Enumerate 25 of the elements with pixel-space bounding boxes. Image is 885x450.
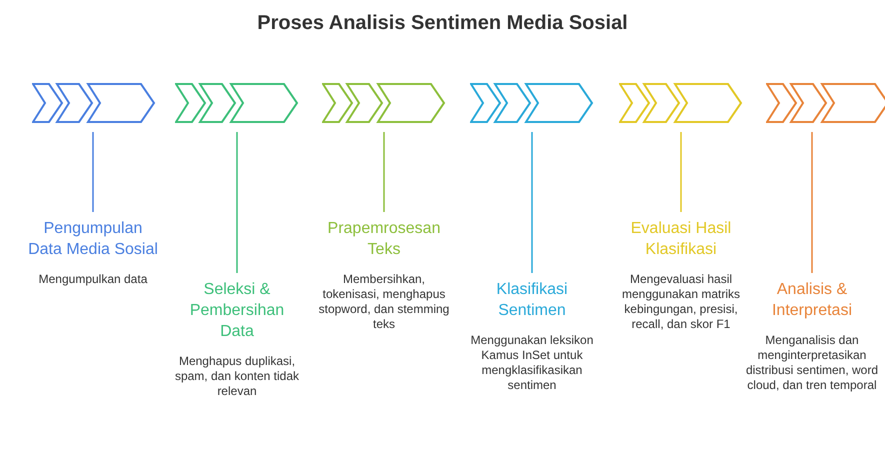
step-description: Menghapus duplikasi, spam, dan konten tidak relevan bbox=[174, 354, 300, 399]
connector-line bbox=[92, 132, 94, 212]
step-heading: Seleksi & Pembersihan Data bbox=[188, 280, 286, 342]
connector-line bbox=[680, 132, 682, 212]
connector-line bbox=[811, 132, 813, 273]
step-heading: Prapemrosesan Teks bbox=[326, 219, 442, 260]
chevron-arrows-icon bbox=[619, 82, 743, 124]
connector-line bbox=[383, 132, 385, 212]
step-heading: Klasifikasi Sentimen bbox=[495, 280, 569, 321]
chevron-arrows-icon bbox=[175, 82, 299, 124]
step-description: Menganalisis dan menginterpretasikan distribusi sentimen, word cloud, dan tren temporal bbox=[744, 333, 880, 393]
step-description: Mengevaluasi hasil menggunakan matriks kebingungan, presisi, recall, dan skor F1 bbox=[620, 272, 742, 332]
step-heading: Pengumpulan Data Media Sosial bbox=[28, 219, 158, 260]
step-description: Mengumpulkan data bbox=[38, 272, 148, 287]
step-heading: Evaluasi Hasil Klasifikasi bbox=[630, 219, 732, 260]
chevron-arrows-icon bbox=[470, 82, 594, 124]
step-description: Membersihkan, tokenisasi, menghapus stopword, dan stemming teks bbox=[318, 272, 450, 332]
step-description: Menggunakan leksikon Kamus InSet untuk mengklasifikasikan sentimen bbox=[470, 333, 594, 393]
connector-line bbox=[531, 132, 533, 273]
connector-line bbox=[236, 132, 238, 273]
chevron-arrows-icon bbox=[766, 82, 885, 124]
chevron-arrows-icon bbox=[322, 82, 446, 124]
chevron-arrows-icon bbox=[32, 82, 156, 124]
step-heading: Analisis & Interpretasi bbox=[770, 280, 854, 321]
diagram-title: Proses Analisis Sentimen Media Sosial bbox=[256, 12, 629, 35]
